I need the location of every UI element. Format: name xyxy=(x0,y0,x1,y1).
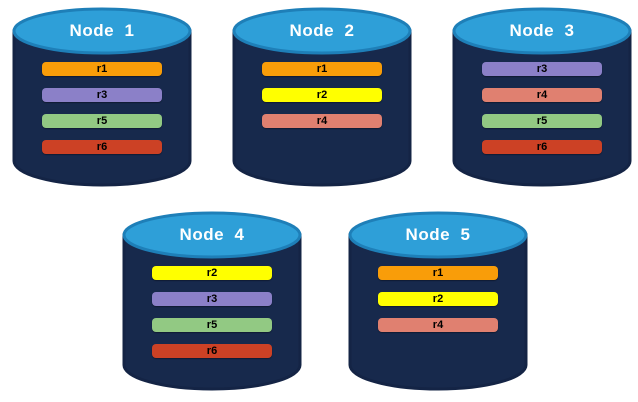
replica-bar[interactable]: r6 xyxy=(482,140,602,154)
replica-bar[interactable]: r2 xyxy=(378,292,498,306)
node-title: Node 4 xyxy=(179,225,245,244)
replica-bar[interactable]: r4 xyxy=(482,88,602,102)
replica-bar[interactable]: r3 xyxy=(482,62,602,76)
database-node-2[interactable]: Node 2 r1 r2 r4 xyxy=(232,7,412,187)
replica-bar[interactable]: r2 xyxy=(262,88,382,102)
replica-bar[interactable]: r1 xyxy=(262,62,382,76)
replica-bar[interactable]: r4 xyxy=(378,318,498,332)
replica-bar[interactable]: r1 xyxy=(378,266,498,280)
replica-bar[interactable]: r3 xyxy=(152,292,272,306)
cylinder-top xyxy=(232,7,412,55)
database-node-3[interactable]: Node 3 r3 r4 r5 r6 xyxy=(452,7,632,187)
cylinder-top xyxy=(452,7,632,55)
database-node-1[interactable]: Node 1 r1 r3 r5 r6 xyxy=(12,7,192,187)
replica-bar[interactable]: r5 xyxy=(482,114,602,128)
cylinder-top xyxy=(122,211,302,259)
replica-bar[interactable]: r6 xyxy=(42,140,162,154)
replica-bar[interactable]: r5 xyxy=(152,318,272,332)
cylinder-top xyxy=(348,211,528,259)
replica-bar[interactable]: r6 xyxy=(152,344,272,358)
replica-list: r1 r2 r4 xyxy=(262,62,382,128)
replica-list: r3 r4 r5 r6 xyxy=(482,62,602,154)
node-title: Node 3 xyxy=(509,21,575,40)
replica-bar[interactable]: r3 xyxy=(42,88,162,102)
node-title: Node 5 xyxy=(405,225,471,244)
replica-list: r1 r2 r4 xyxy=(378,266,498,332)
replica-bar[interactable]: r4 xyxy=(262,114,382,128)
cylinder-top xyxy=(12,7,192,55)
node-title: Node 2 xyxy=(289,21,355,40)
replica-bar[interactable]: r5 xyxy=(42,114,162,128)
replica-list: r2 r3 r5 r6 xyxy=(152,266,272,358)
database-node-4[interactable]: Node 4 r2 r3 r5 r6 xyxy=(122,211,302,391)
database-node-5[interactable]: Node 5 r1 r2 r4 xyxy=(348,211,528,391)
replica-bar[interactable]: r1 xyxy=(42,62,162,76)
node-title: Node 1 xyxy=(69,21,135,40)
replica-bar[interactable]: r2 xyxy=(152,266,272,280)
replica-list: r1 r3 r5 r6 xyxy=(42,62,162,154)
